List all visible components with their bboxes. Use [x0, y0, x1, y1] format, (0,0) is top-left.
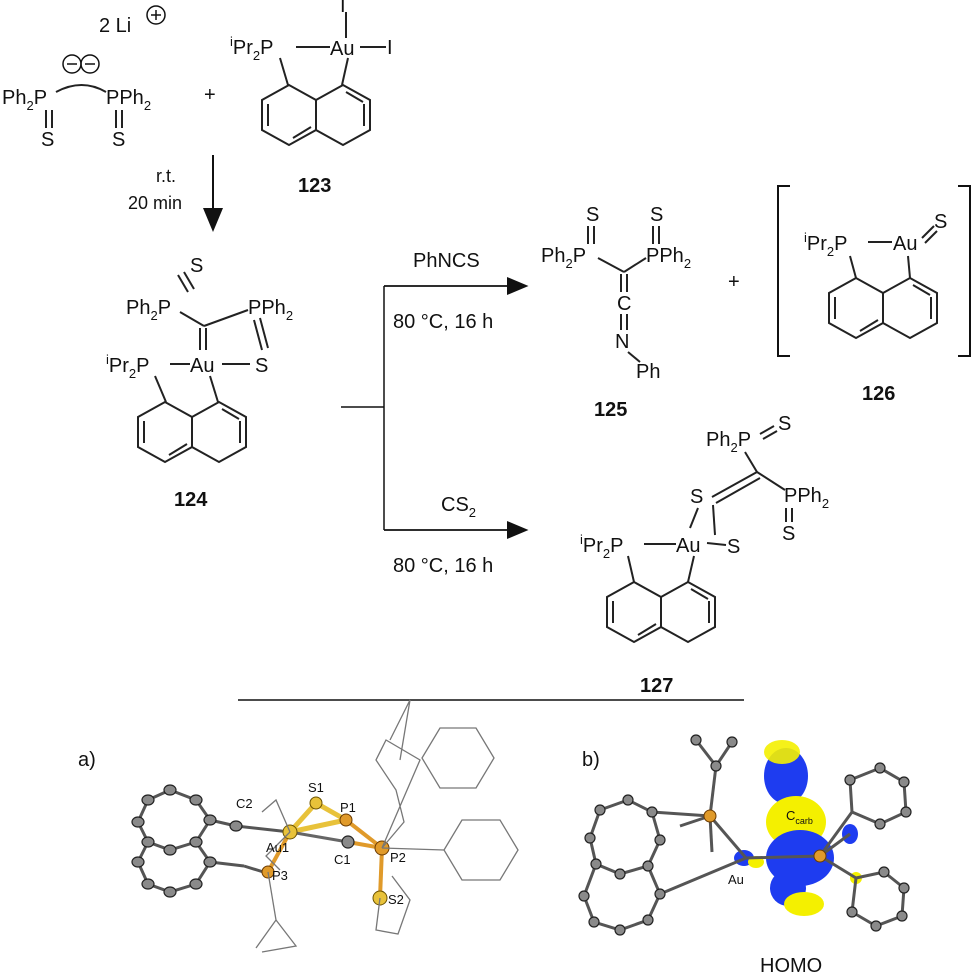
- sulfur-right: S: [112, 129, 125, 151]
- s-127-ring-b: S: [727, 536, 740, 558]
- s-125a: S: [586, 204, 599, 226]
- atom-label-au1: Au1: [266, 840, 289, 855]
- gold-126: Au: [893, 233, 917, 255]
- ipr2p-127: iPr2P: [580, 532, 623, 561]
- label-127: 127: [640, 675, 673, 697]
- nitrogen-125: N: [615, 331, 629, 353]
- ipr2p-124: iPr2P: [106, 352, 149, 381]
- gold-label: Au: [728, 872, 744, 887]
- s-125b: S: [650, 204, 663, 226]
- carbon-125: C: [617, 293, 631, 315]
- ph2p-127: Ph2P: [706, 429, 751, 455]
- conditions-bottom: 80 °C, 16 h: [393, 555, 493, 577]
- compound-126: iPr2P Au S 126: [777, 185, 971, 405]
- ph2p-124: Ph2P: [126, 297, 171, 323]
- atom-label-p3: P3: [272, 868, 288, 883]
- sulfur-top: S: [190, 255, 203, 277]
- conditions-top: 80 °C, 16 h: [393, 311, 493, 333]
- s-127-top: S: [778, 413, 791, 435]
- plus-charge-icon: [146, 5, 166, 25]
- gold-124: Au: [190, 355, 214, 377]
- branch-arrows: [341, 277, 529, 539]
- pph2-124: PPh2: [248, 297, 293, 323]
- reagent-phncs: PhNCS: [413, 250, 480, 272]
- cond-time: 20 min: [128, 193, 182, 213]
- ipr2p-ligand: iPr2P: [230, 34, 273, 63]
- label-124: 124: [174, 489, 208, 511]
- atom-label-c2: C2: [236, 796, 253, 811]
- atom-label-s1: S1: [308, 780, 324, 795]
- iodide-right: I: [387, 37, 393, 59]
- compound-125: S S Ph2P PPh2 C N Ph 125: [541, 204, 691, 421]
- s-127-ring-a: S: [690, 486, 703, 508]
- label-125: 125: [594, 399, 627, 421]
- sulfur-124: S: [255, 355, 268, 377]
- ipr2p-126: iPr2P: [804, 230, 847, 259]
- homo-caption: HOMO: [760, 955, 822, 977]
- panel-a-label: a): [78, 749, 96, 771]
- panel-a-crystal-structure: a): [78, 699, 519, 953]
- cond-rt: r.t.: [156, 166, 176, 186]
- carbene-label: Ccarb: [786, 808, 813, 826]
- phenyl-125: Ph: [636, 361, 660, 383]
- reagent-cs2: CS2: [441, 494, 476, 520]
- lithium-cation: 2 Li: [99, 15, 131, 37]
- pph2-right: PPh2: [106, 87, 151, 113]
- pph2-125: PPh2: [646, 245, 691, 271]
- compound-123: I iPr2P Au I 123: [230, 0, 393, 197]
- ph2p-125: Ph2P: [541, 245, 586, 271]
- panel-b-homo: b): [578, 734, 912, 977]
- atom-label-p1: P1: [340, 800, 356, 815]
- dilithium-reagent: 2 Li Ph2P PPh2 S S: [2, 5, 166, 151]
- atom-label-s2: S2: [388, 892, 404, 907]
- gold-atom: Au: [330, 38, 354, 60]
- sulfur-left: S: [41, 129, 54, 151]
- compound-127: Ph2P S PPh2 S S S iPr2P Au 127: [580, 413, 829, 697]
- pph2-127: PPh2: [784, 485, 829, 511]
- sulfur-126: S: [934, 211, 947, 233]
- label-126: 126: [862, 383, 895, 405]
- ph2p-left: Ph2P: [2, 87, 47, 113]
- compound-124: S Ph2P PPh2 iPr2P Au S 124: [106, 255, 293, 511]
- plus-sign: +: [204, 84, 216, 106]
- atom-label-c1: C1: [334, 852, 351, 867]
- panel-b-label: b): [582, 749, 600, 771]
- atom-label-p2: P2: [390, 850, 406, 865]
- iodide-top: I: [340, 0, 346, 17]
- s-127-bottom: S: [782, 523, 795, 545]
- plus-sign-2: +: [728, 271, 740, 293]
- minus-charge-icon: [80, 54, 100, 74]
- gold-127: Au: [676, 535, 700, 557]
- label-123: 123: [298, 175, 331, 197]
